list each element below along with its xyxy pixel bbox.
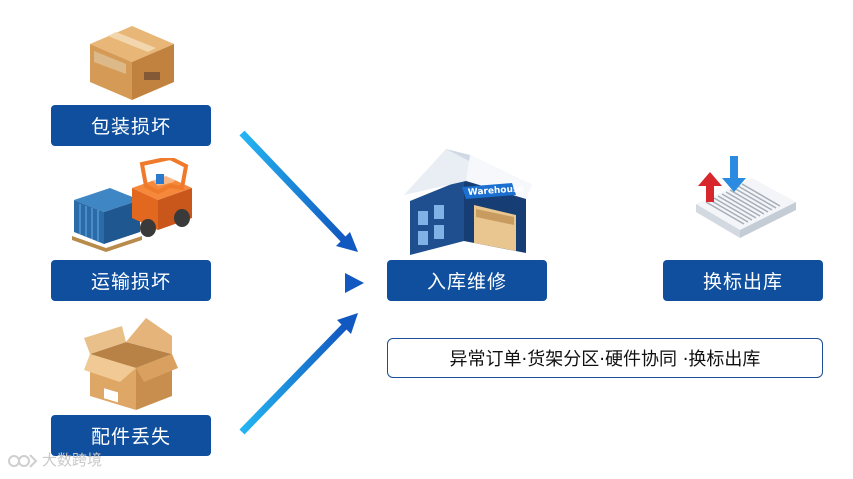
warehouse-sign-text: Warehouse [468, 184, 525, 198]
hub-box-repair: 入库维修 [387, 260, 547, 301]
warehouse-icon: Warehouse [404, 149, 532, 255]
process-caption-text: 异常订单·货架分区·硬件协同 ·换标出库 [449, 349, 761, 370]
watermark: 大数跨境 [8, 449, 102, 470]
process-caption: 异常订单·货架分区·硬件协同 ·换标出库 [387, 338, 823, 378]
relabel-box: 换标出库 [663, 260, 823, 301]
source-box-transport-damage: 运输损坏 [51, 260, 211, 301]
source-box-packaging-damage: 包装损坏 [51, 105, 211, 146]
source-label: 包装损坏 [90, 116, 171, 138]
damaged-box-icon [90, 26, 174, 100]
forklift-container-icon [72, 158, 192, 252]
watermark-text: 大数跨境 [42, 451, 103, 469]
arrow-middle [235, 273, 364, 293]
hub-label: 入库维修 [426, 271, 507, 293]
watermark-logo-icon [8, 453, 38, 468]
arrow-top [239, 130, 358, 252]
arrow-bottom [239, 313, 358, 435]
relabel-label: 换标出库 [702, 271, 783, 293]
source-label: 配件丢失 [90, 426, 171, 448]
barcode-arrows-icon [696, 156, 796, 238]
source-label: 运输损坏 [90, 271, 171, 293]
source-box-missing-parts: 配件丢失 [51, 415, 211, 456]
open-box-icon [84, 318, 178, 410]
